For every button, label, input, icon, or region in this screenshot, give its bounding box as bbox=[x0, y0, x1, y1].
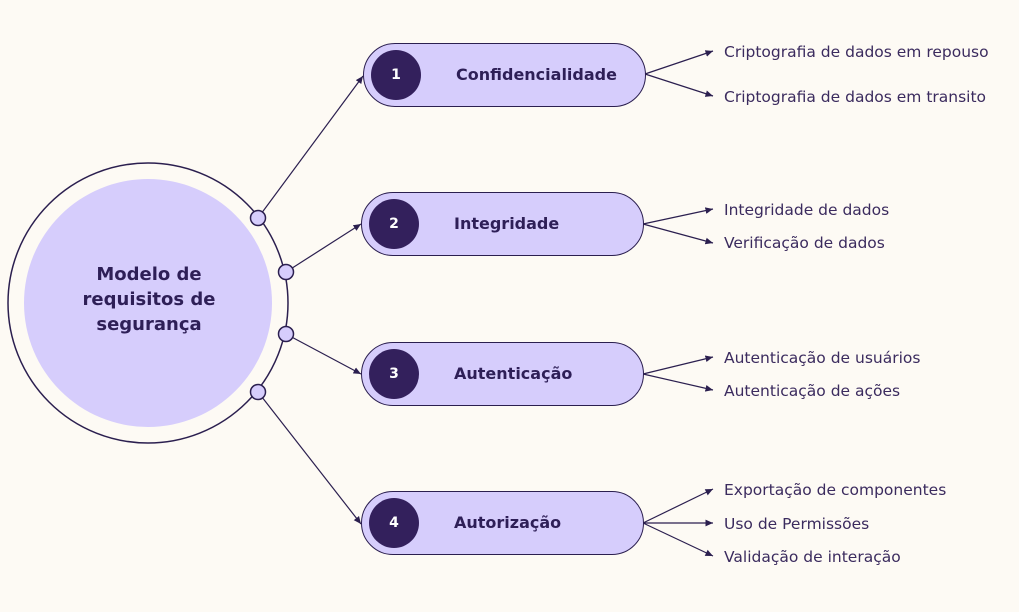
item-label: Verificação de dados bbox=[724, 234, 885, 252]
center-title-line-1: Modelo de bbox=[96, 264, 202, 285]
pill-title: Autenticação bbox=[454, 364, 573, 383]
branch-3-2 bbox=[642, 373, 714, 392]
center-title-line-3: segurança bbox=[96, 314, 202, 335]
center-title-line-2: requisitos de bbox=[82, 289, 216, 310]
branch-4-1 bbox=[642, 488, 714, 524]
item-label: Autenticação de usuários bbox=[724, 349, 921, 367]
item-label: Exportação de componentes bbox=[724, 481, 947, 499]
center-inner-circle bbox=[24, 179, 272, 427]
pill-title: Autorização bbox=[454, 513, 562, 532]
item-label: Autenticação de ações bbox=[724, 382, 901, 400]
pill-autorizacao: 4 Autorização bbox=[361, 491, 644, 555]
step-number-badge: 4 bbox=[369, 498, 419, 548]
item-label: Criptografia de dados em transito bbox=[724, 88, 987, 106]
branch-2-2 bbox=[642, 223, 714, 245]
junction-dot-4 bbox=[249, 383, 267, 401]
step-number-badge: 3 bbox=[369, 349, 419, 399]
item-label: Uso de Permissões bbox=[724, 515, 870, 533]
junction-dot-3 bbox=[277, 325, 295, 343]
pill-integridade: 2 Integridade bbox=[361, 192, 644, 256]
connector-3 bbox=[285, 333, 362, 375]
branch-2-1 bbox=[642, 207, 714, 225]
item-label: Validação de interação bbox=[724, 548, 901, 566]
junction-dot-1 bbox=[249, 209, 267, 227]
center-title: Modelo de requisitos de segurança bbox=[60, 262, 238, 337]
junction-dot-2 bbox=[277, 263, 295, 281]
pill-autenticacao: 3 Autenticação bbox=[361, 342, 644, 406]
branch-3-1 bbox=[642, 355, 714, 375]
item-label: Criptografia de dados em repouso bbox=[724, 43, 989, 61]
connector-1 bbox=[257, 75, 364, 219]
pill-title: Integridade bbox=[454, 214, 560, 233]
branch-4-3 bbox=[642, 522, 714, 557]
branch-1-2 bbox=[644, 73, 714, 97]
item-label: Integridade de dados bbox=[724, 201, 890, 219]
pill-confidencialidade: 1 Confidencialidade bbox=[363, 43, 646, 107]
connector-4 bbox=[257, 391, 362, 525]
pill-title: Confidencialidade bbox=[456, 65, 617, 84]
connector-2 bbox=[285, 223, 362, 273]
branch-1-1 bbox=[644, 50, 714, 75]
step-number-badge: 2 bbox=[369, 199, 419, 249]
step-number-badge: 1 bbox=[371, 50, 421, 100]
